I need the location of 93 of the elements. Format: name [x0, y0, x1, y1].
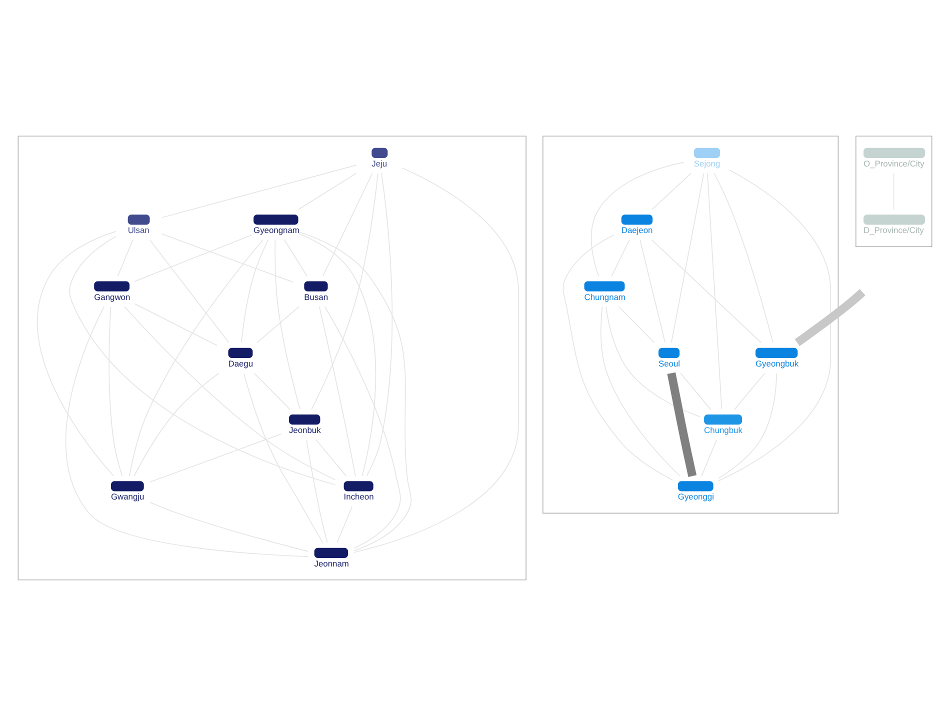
connector: [316, 439, 347, 476]
cluster: [855, 136, 932, 248]
node-label: Daegu: [228, 358, 254, 368]
node-label: Chungnam: [584, 292, 626, 302]
cluster: [542, 136, 839, 514]
node-label: Seoul: [658, 358, 680, 368]
connector: [134, 372, 220, 476]
node-box: [658, 348, 680, 358]
connector: [718, 170, 832, 482]
connector: [718, 372, 778, 479]
connector: [298, 172, 357, 210]
connector: [256, 306, 300, 344]
connector: [134, 303, 218, 346]
node-label: D_Province/City: [863, 225, 924, 236]
connector: [150, 502, 309, 552]
connector: [117, 240, 134, 277]
cluster: [18, 136, 526, 580]
node-box: [304, 281, 328, 292]
connector: [670, 173, 704, 343]
connector: [366, 173, 393, 476]
connector: [150, 240, 230, 343]
connector: [600, 306, 680, 476]
connector: [243, 373, 324, 543]
connector: [652, 240, 762, 344]
connector: [306, 440, 328, 543]
connector: [640, 240, 666, 343]
node-label: Jeju: [372, 158, 388, 168]
node-box: [110, 481, 144, 492]
connector: [129, 240, 264, 476]
connector: [354, 168, 519, 553]
connector: [240, 240, 268, 343]
node-box: [678, 481, 714, 492]
connector: [161, 233, 294, 282]
connector: [298, 231, 412, 552]
connector: [714, 172, 774, 344]
connector: [590, 162, 684, 276]
node-label: Busan: [304, 292, 328, 302]
node-box: [584, 281, 625, 292]
connector: [161, 164, 357, 218]
connector: [562, 234, 674, 481]
node-label: O_Province/City: [863, 158, 924, 168]
connector: [65, 306, 309, 557]
connector: [37, 231, 116, 476]
node-box: [621, 214, 653, 225]
connector: [108, 306, 123, 476]
connector: [680, 372, 712, 410]
node-box: [254, 214, 298, 225]
node-label: Jeonbuk: [288, 425, 321, 436]
connector: [336, 506, 353, 544]
connector: [274, 240, 300, 410]
node-box: [344, 481, 374, 492]
node-box: [864, 148, 926, 158]
connector: [284, 240, 308, 277]
node-label: Gyeongbuk: [756, 358, 799, 368]
connector: [298, 233, 376, 476]
connector: [667, 372, 697, 477]
connector: [311, 172, 378, 410]
node-box: [288, 414, 320, 425]
node-label: Gyeongnam: [254, 225, 300, 236]
node-label: Jeonnam: [314, 558, 349, 568]
connector: [318, 306, 356, 477]
node-box: [94, 281, 130, 292]
connector: [734, 372, 766, 410]
connector: [124, 306, 336, 480]
connector: [707, 173, 722, 410]
node-label: Incheon: [344, 492, 374, 502]
connector: [652, 172, 692, 210]
node-box: [704, 414, 742, 425]
connector: [606, 306, 700, 418]
node-label: Chungbuk: [704, 425, 742, 436]
node-label: Daejeon: [621, 225, 653, 236]
node-label: Gwangju: [110, 492, 144, 502]
node-box: [228, 348, 253, 358]
connector: [611, 240, 630, 277]
connector: [701, 439, 718, 476]
node-label: Gyeonggi: [678, 492, 714, 502]
connector: [618, 306, 655, 344]
node-box: [314, 548, 348, 558]
node-label: Gangwon: [94, 292, 130, 302]
node-box: [756, 348, 798, 358]
connector: [134, 234, 252, 282]
node-box: [372, 148, 388, 158]
node-box: [694, 148, 720, 158]
connector: [794, 289, 866, 346]
connector: [254, 372, 290, 410]
node-box: [128, 214, 150, 225]
connector: [69, 236, 336, 486]
node-box: [864, 214, 926, 225]
connector: [150, 433, 282, 482]
node-label: Sejong: [694, 158, 720, 168]
node-label: Ulsan: [128, 225, 150, 236]
connector: [324, 306, 401, 549]
connector: [322, 173, 373, 276]
